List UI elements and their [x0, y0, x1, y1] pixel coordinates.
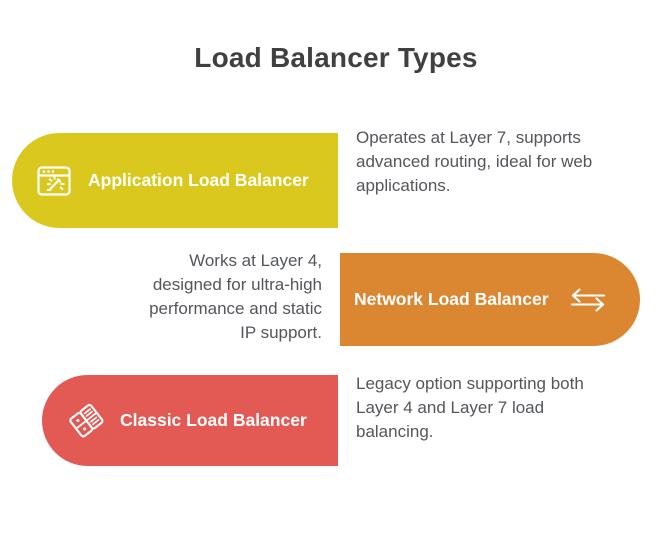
bidirectional-arrows-icon — [565, 285, 611, 315]
description-network-load-balancer: Works at Layer 4, designed for ultra-hig… — [149, 251, 322, 343]
bar-label-application: Application Load Balancer — [88, 170, 309, 191]
description-classic-load-balancer: Legacy option supporting both Layer 4 an… — [356, 374, 584, 442]
page-title: Load Balancer Types — [194, 42, 478, 73]
description-application-load-balancer: Operates at Layer 7, supports advanced r… — [356, 128, 593, 196]
browser-wand-icon — [34, 161, 74, 201]
bar-application-load-balancer[interactable]: Application Load Balancer — [12, 133, 338, 228]
bar-network-load-balancer[interactable]: Network Load Balancer — [340, 253, 640, 346]
dominoes-icon — [66, 401, 106, 441]
bar-label-network: Network Load Balancer — [354, 289, 549, 310]
bar-label-classic: Classic Load Balancer — [120, 410, 307, 431]
bar-classic-load-balancer[interactable]: Classic Load Balancer — [42, 375, 338, 466]
